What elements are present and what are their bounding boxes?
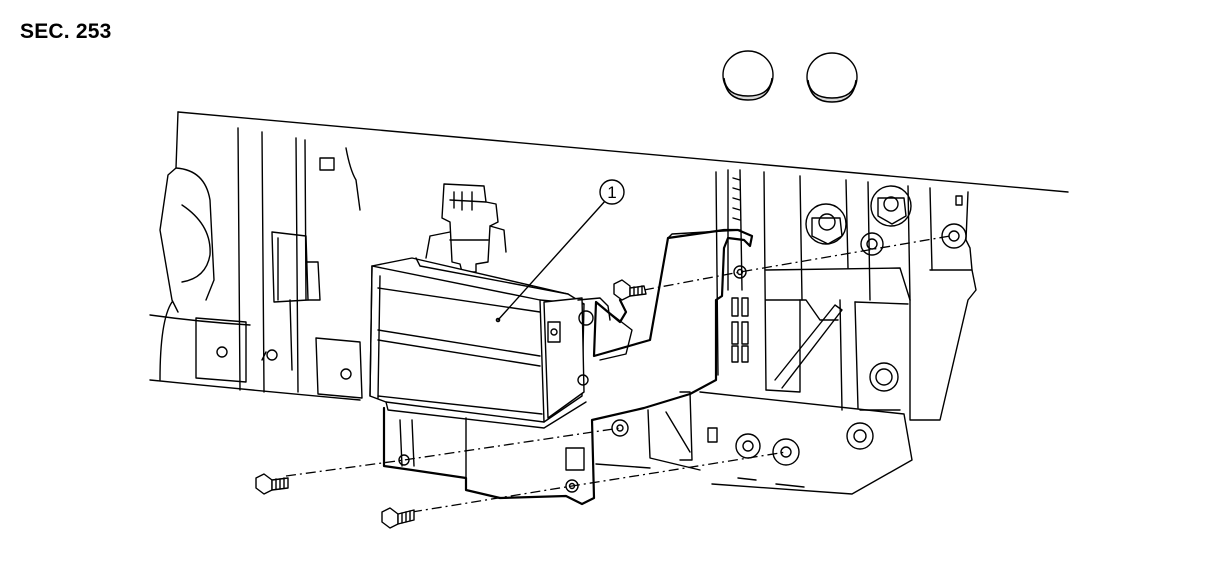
section-label: SEC. 253 bbox=[20, 20, 112, 43]
alignment-lines bbox=[285, 235, 951, 513]
bolt-left-lower bbox=[381, 507, 415, 529]
bolt-upper bbox=[613, 279, 647, 301]
cap-plugs bbox=[722, 50, 858, 103]
mounting-bracket bbox=[382, 228, 754, 506]
callout-1-label: 1 bbox=[607, 183, 616, 202]
callout-1: 1 bbox=[599, 179, 625, 205]
bolt-left-middle bbox=[255, 473, 289, 495]
control-unit bbox=[369, 183, 611, 429]
dashboard-structure bbox=[149, 111, 1069, 495]
